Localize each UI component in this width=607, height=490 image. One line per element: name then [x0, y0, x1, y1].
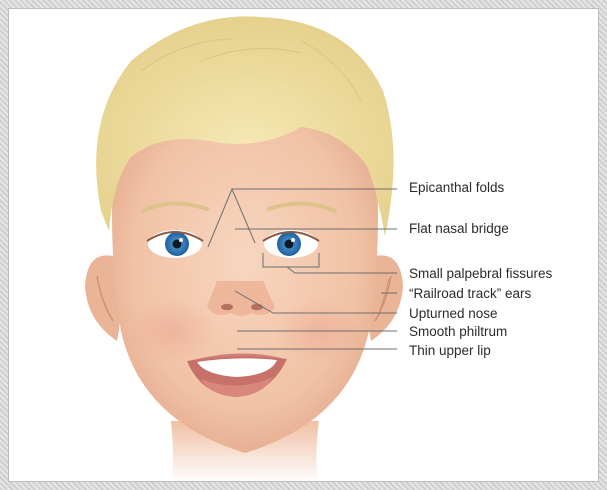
- face-shape: [112, 105, 378, 453]
- face-illustration: [9, 9, 599, 482]
- label-smooth-philtrum: Smooth philtrum: [409, 324, 507, 339]
- label-railroad-track-ears: “Railroad track” ears: [409, 286, 531, 301]
- label-upturned-nose: Upturned nose: [409, 306, 498, 321]
- nose: [207, 281, 275, 316]
- label-small-palpebral-fissures: Small palpebral fissures: [409, 266, 552, 281]
- illustration-panel: Epicanthal folds Flat nasal bridge Small…: [8, 8, 599, 482]
- label-flat-nasal-bridge: Flat nasal bridge: [409, 221, 509, 236]
- label-epicanthal-folds: Epicanthal folds: [409, 180, 504, 195]
- label-thin-upper-lip: Thin upper lip: [409, 343, 491, 358]
